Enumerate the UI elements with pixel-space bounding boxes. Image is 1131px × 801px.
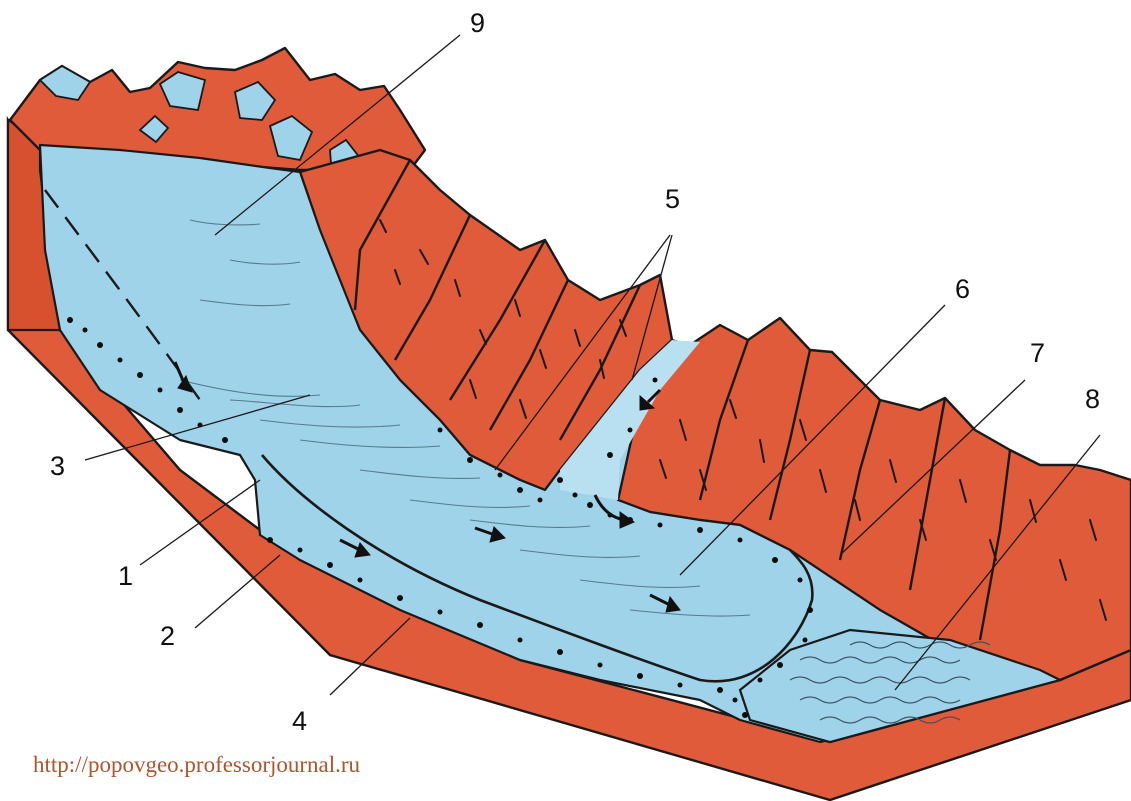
source-watermark: http://popovgeo.professorjournal.ru (33, 752, 361, 777)
callout-5: 5 (665, 184, 680, 214)
callout-1: 1 (118, 561, 133, 591)
callout-9: 9 (470, 8, 485, 38)
callout-6: 6 (955, 274, 970, 304)
callout-4: 4 (292, 706, 307, 736)
callout-7: 7 (1030, 338, 1045, 368)
callout-2: 2 (160, 621, 175, 651)
callout-8: 8 (1085, 384, 1100, 414)
callout-3: 3 (50, 451, 65, 481)
